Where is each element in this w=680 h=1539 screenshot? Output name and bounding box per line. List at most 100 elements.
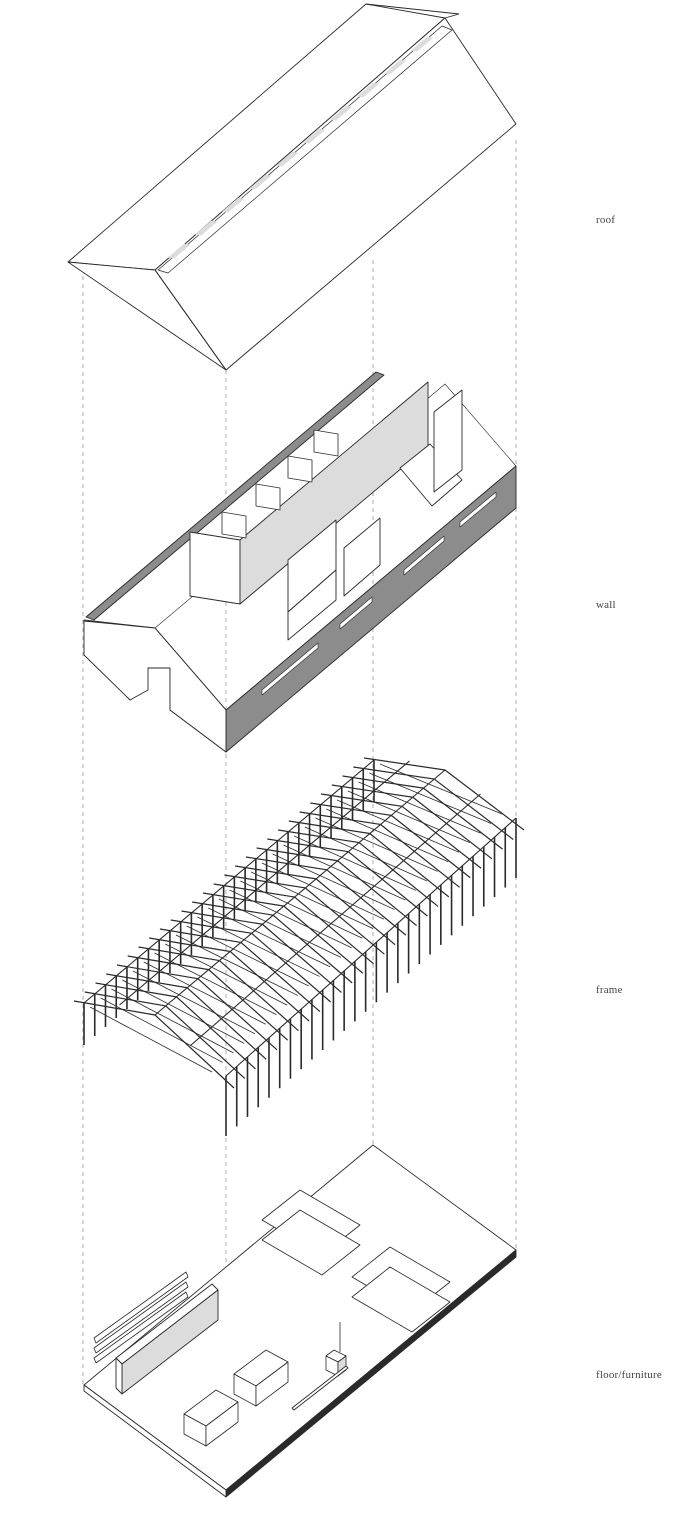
wall-back-side bbox=[85, 371, 385, 621]
frame-rafter-right bbox=[219, 960, 299, 1032]
frame-collar-tie bbox=[100, 997, 223, 1063]
table-1-lower bbox=[261, 1209, 361, 1276]
frame-rafter-left bbox=[181, 910, 263, 925]
frame-longitudinal-beam bbox=[154, 769, 446, 1016]
frame-bent bbox=[202, 892, 364, 1022]
frame-bent bbox=[310, 802, 471, 926]
roof-layer bbox=[67, 3, 517, 371]
frame-rafter-left bbox=[331, 784, 413, 798]
frame-collar-tie bbox=[379, 763, 503, 815]
frame-rafter-right bbox=[412, 796, 493, 860]
frame-longitudinal-beam bbox=[119, 760, 410, 1006]
frame-bent bbox=[106, 973, 267, 1108]
frame-rafter-left bbox=[170, 919, 252, 934]
frame-rafter-left bbox=[267, 838, 349, 853]
frame-rafter-left bbox=[310, 802, 392, 816]
frame-bent bbox=[213, 883, 375, 1012]
bench-2 bbox=[93, 1281, 189, 1354]
roof-skylights bbox=[168, 36, 434, 259]
frame-collar-tie bbox=[304, 826, 427, 882]
sofa-1-front bbox=[255, 1361, 289, 1407]
frame-collar-tie bbox=[293, 835, 417, 891]
frame-collar-tie bbox=[229, 889, 352, 949]
frame-rafter-left bbox=[353, 766, 435, 780]
frame-collar-tie bbox=[272, 853, 395, 910]
frame-rafter-left bbox=[277, 829, 360, 844]
tables bbox=[261, 1189, 451, 1333]
frame-collar-tie bbox=[175, 934, 299, 996]
frame-rafter-left bbox=[235, 865, 317, 880]
frame-collar-tie bbox=[122, 979, 245, 1044]
frame-collar-tie bbox=[336, 799, 460, 853]
frame-bent bbox=[363, 757, 525, 878]
frame-collar-tie bbox=[186, 925, 309, 987]
frame-rafter-left bbox=[84, 991, 166, 1007]
frame-bent bbox=[84, 991, 246, 1127]
frame-collar-tie bbox=[218, 898, 342, 958]
frame-bent bbox=[277, 829, 439, 955]
frame-collar-tie bbox=[111, 988, 234, 1054]
benches bbox=[93, 1271, 189, 1364]
partition-b bbox=[343, 517, 381, 597]
frame-rafter-right bbox=[358, 842, 439, 907]
roof-skylight-pane bbox=[384, 59, 407, 75]
frame-bent bbox=[149, 937, 310, 1070]
frame-rafter-left bbox=[106, 973, 188, 989]
frame-collar-tie bbox=[197, 916, 320, 977]
frame-bent bbox=[159, 928, 321, 1060]
frame-rafter-right bbox=[165, 1005, 246, 1079]
frame-rafter-left bbox=[256, 847, 338, 862]
frame-rafter-right bbox=[326, 869, 407, 936]
frame-rafter-left bbox=[224, 874, 306, 889]
frame-rafter-left bbox=[95, 982, 177, 998]
frame-bent bbox=[299, 811, 460, 936]
frame-rafter-right bbox=[380, 823, 460, 888]
frame-rafter-left bbox=[342, 775, 424, 789]
roof-skylight-pane bbox=[411, 36, 434, 52]
frame-collar-tie bbox=[132, 970, 256, 1035]
frame-collar-tie bbox=[207, 907, 331, 968]
sofa-2-front bbox=[205, 1401, 239, 1447]
frame-rafter-right bbox=[251, 932, 332, 1003]
frame-rafter-right bbox=[444, 769, 525, 831]
frame-collar-tie bbox=[240, 880, 363, 939]
roof-skylight-pane bbox=[195, 220, 218, 236]
frame-rafter-left bbox=[116, 964, 199, 980]
frame-longitudinal-beam bbox=[83, 759, 375, 1004]
frame-collar-tie bbox=[369, 772, 492, 824]
wall-layer bbox=[83, 371, 517, 753]
frame-rafter-right bbox=[176, 996, 256, 1070]
frame-rafter-left bbox=[320, 793, 403, 807]
frame-bent bbox=[95, 982, 256, 1117]
corridor-cross-walls bbox=[221, 429, 339, 539]
roof-skylight-pane bbox=[249, 174, 272, 190]
frame-bent bbox=[235, 865, 396, 993]
frame-bent bbox=[224, 874, 385, 1003]
frame-bent bbox=[320, 793, 482, 917]
frame-rafter-right bbox=[229, 951, 310, 1022]
frame-bent bbox=[342, 775, 503, 898]
bench-3 bbox=[93, 1291, 189, 1364]
frame-bent bbox=[138, 946, 299, 1079]
frame-rafter-right bbox=[186, 987, 267, 1060]
wall-gable-outline bbox=[83, 620, 227, 753]
frame-rafter-left bbox=[202, 892, 284, 907]
frame-collar-tie bbox=[283, 844, 406, 901]
frame-rafter-left bbox=[138, 946, 220, 962]
frame-collar-tie bbox=[326, 808, 449, 863]
frame-collar-tie bbox=[250, 871, 374, 930]
floor-slab-side bbox=[83, 1384, 227, 1498]
layer-label-wall: wall bbox=[596, 599, 616, 611]
bench-1 bbox=[93, 1271, 189, 1344]
roof-skylight-pane bbox=[303, 128, 326, 144]
partition-c bbox=[399, 443, 463, 507]
partition-d bbox=[433, 389, 463, 493]
floor-furniture-layer bbox=[83, 1144, 517, 1498]
frame-bent bbox=[256, 847, 417, 974]
frame-bent bbox=[181, 910, 342, 1041]
frame-collar-tie bbox=[315, 817, 438, 872]
table-2-lower bbox=[351, 1266, 451, 1333]
roof-skylight-pane bbox=[168, 243, 191, 259]
frame-rafter-left bbox=[213, 883, 295, 898]
